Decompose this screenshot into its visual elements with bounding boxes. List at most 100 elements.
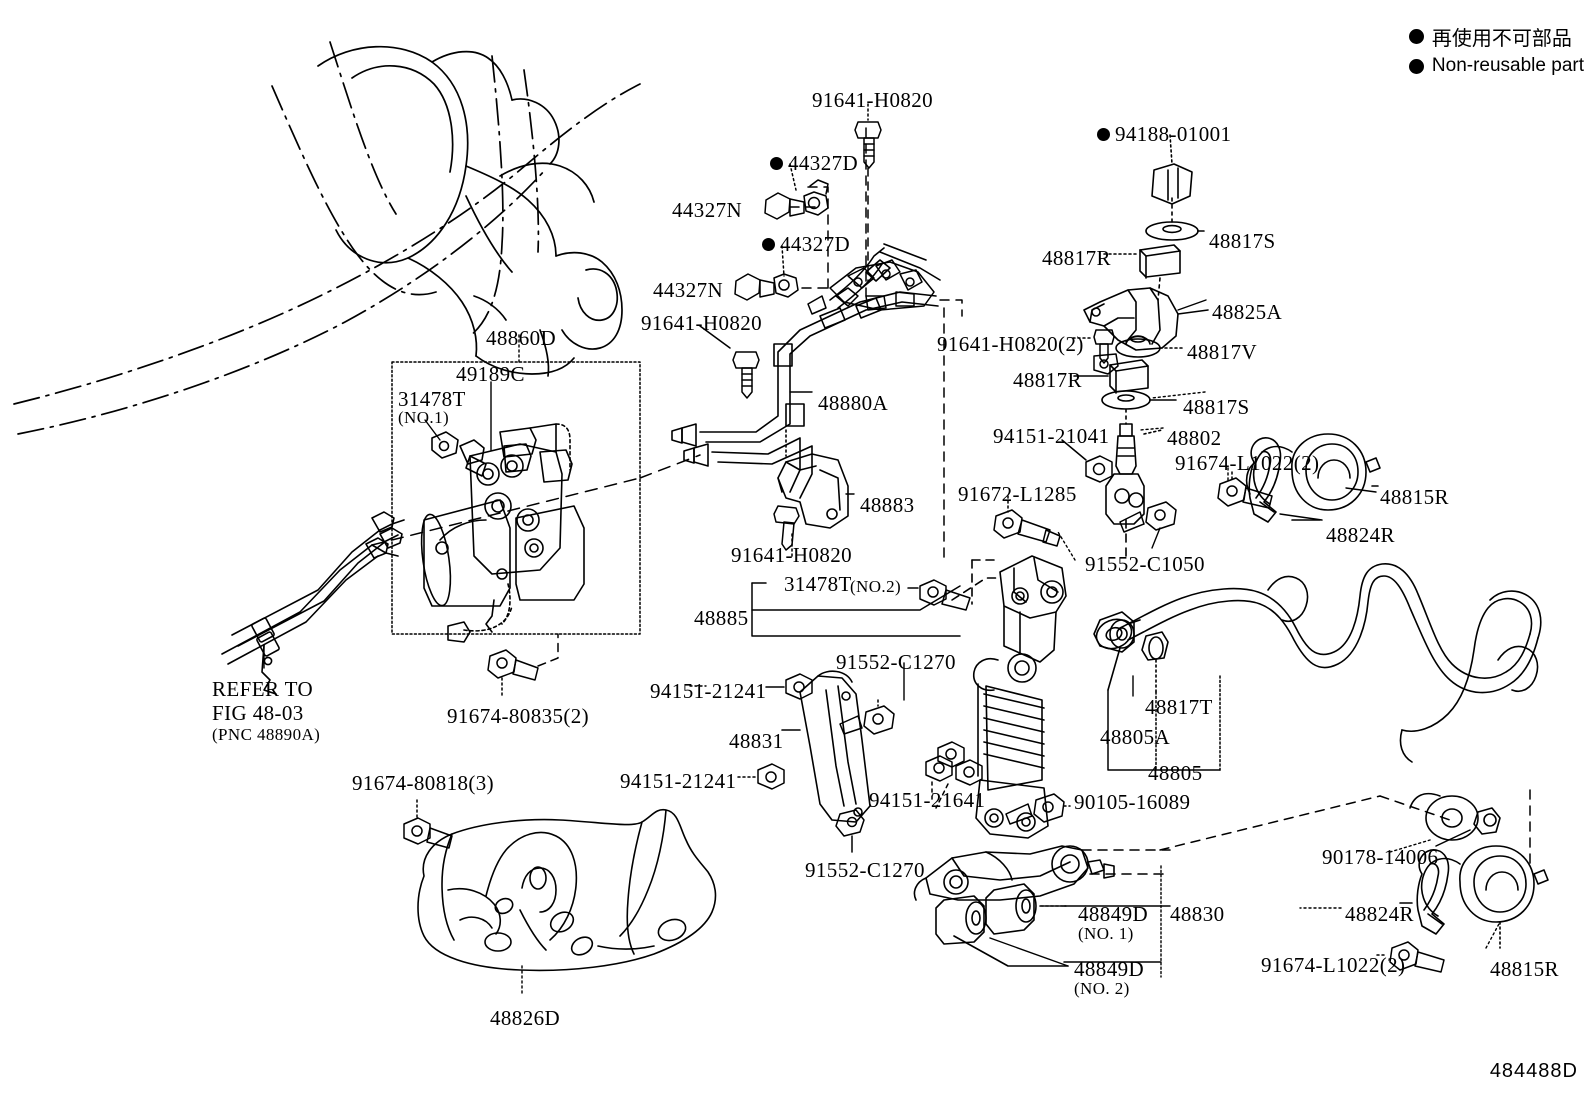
washer-48817S-upper	[1145, 197, 1205, 241]
clip-44327-upper	[764, 163, 829, 220]
part-label-48825a: 48825A	[1212, 301, 1282, 323]
nut-94151-21241-a	[765, 673, 813, 700]
part-label-44327n: 44327N	[653, 279, 723, 301]
part-label-48805a: 48805A	[1100, 726, 1170, 748]
part-label-no2: (NO.2)	[850, 578, 901, 596]
part-label-text: 48883	[860, 493, 915, 517]
part-label-48824r: 48824R	[1326, 524, 1395, 546]
part-label-text: 48880A	[818, 391, 889, 415]
part-label-text: 48802	[1167, 426, 1222, 450]
part-label-text: 91674-80835(2)	[447, 704, 590, 728]
nuts-94151-21641	[925, 741, 983, 809]
bushing-48815R-upper	[1245, 433, 1381, 511]
legend-row-english: Non-reusable part	[1408, 55, 1584, 77]
inset-sightline	[371, 477, 641, 546]
bolt-91674-80818	[403, 799, 453, 849]
washer-48817S-lower	[1101, 390, 1177, 425]
part-label-91552c1270: 91552-C1270	[836, 651, 956, 673]
part-label-31478t: 31478T	[398, 388, 466, 410]
part-label-48860d: 48860D	[486, 327, 556, 349]
non-reusable-marker-icon	[1097, 128, 1110, 141]
part-label-text: 48817S	[1183, 395, 1250, 419]
bolt-91641-2x	[1071, 329, 1119, 375]
bushing-48817R-upper	[1103, 244, 1181, 301]
part-label-91552c1270: 91552-C1270	[805, 859, 925, 881]
part-label-91674808352: 91674-80835(2)	[447, 705, 589, 727]
part-label-text: 48826D	[490, 1006, 561, 1030]
part-label-text: 48817R	[1042, 246, 1111, 270]
part-label-text: 48815R	[1380, 485, 1449, 509]
part-label-48883: 48883	[860, 494, 915, 516]
part-label-48817s: 48817S	[1209, 230, 1276, 252]
part-label-text: 90178-14006	[1322, 845, 1439, 869]
link-48831	[781, 670, 871, 823]
center-actuator-assembly	[951, 555, 1067, 839]
group-bracket-48885	[751, 582, 961, 637]
part-label-text: (PNC 48890A)	[212, 725, 321, 744]
part-label-text: 48805A	[1100, 725, 1171, 749]
part-label-text: 91641-H0820(2)	[937, 332, 1084, 356]
stabilizer-leader	[1379, 795, 1451, 821]
part-label-9017814006: 90178-14006	[1322, 846, 1438, 868]
part-label-44327d: 44327D	[762, 233, 850, 255]
part-label-48817t: 48817T	[1145, 696, 1213, 718]
cradle-48825A	[1083, 287, 1209, 351]
bushing-48815R-lower	[1420, 845, 1549, 949]
part-label-91641h0820: 91641-H0820	[731, 544, 852, 566]
part-label-text: 44327N	[672, 198, 743, 222]
part-label-referto: REFER TO	[212, 678, 313, 700]
part-label-44327d: 44327D	[770, 152, 858, 174]
part-label-text: 91674-L1022(2)	[1261, 953, 1406, 977]
part-label-48849d: 48849D	[1078, 903, 1148, 925]
part-label-text: 94151-21641	[869, 788, 986, 812]
part-label-text: 48825A	[1212, 300, 1283, 324]
part-label-fig4803: FIG 48-03	[212, 702, 304, 724]
legend-row-japanese: 再使用不可部品	[1408, 22, 1584, 51]
part-label-text: 91674-80818(3)	[352, 771, 495, 795]
legend: 再使用不可部品 Non-reusable part	[1408, 22, 1584, 81]
bolt-90178-14006	[1435, 829, 1471, 847]
part-label-text: (NO. 2)	[1074, 979, 1130, 998]
part-label-91641h08202: 91641-H0820(2)	[937, 333, 1084, 355]
vehicle-phantom-outline	[13, 41, 641, 435]
stabilizer-bar	[1095, 563, 1542, 841]
part-label-48849d: 48849D	[1074, 958, 1144, 980]
part-label-text: 91641-H0820	[812, 88, 934, 112]
part-label-pnc48890a: (PNC 48890A)	[212, 726, 320, 744]
part-label-9415121641: 94151-21641	[869, 789, 985, 811]
part-label-text: (NO. 1)	[1078, 924, 1134, 943]
legend-text-english: Non-reusable part	[1431, 55, 1584, 76]
part-label-text: 48824R	[1326, 523, 1395, 547]
part-label-text: 94151-21041	[993, 424, 1110, 448]
part-label-no1: (NO. 1)	[1078, 925, 1134, 943]
part-label-text: 91641-H0820	[641, 311, 763, 335]
part-label-text: 91672-L1285	[958, 482, 1077, 506]
actuator-48802	[1105, 423, 1163, 561]
part-label-48802: 48802	[1167, 427, 1222, 449]
bolt-91674-80835	[487, 633, 559, 699]
abs-pump-assembly	[420, 423, 585, 643]
part-label-text: 91641-H0820	[731, 543, 853, 567]
part-label-text: 91552-C1270	[805, 858, 925, 882]
shield-48826D	[417, 808, 717, 972]
label-leaders	[689, 299, 1501, 967]
clamp-48824R-lower	[1399, 849, 1450, 935]
bolt-90105-16089	[1005, 793, 1071, 825]
bolt-91552-C1050	[1119, 501, 1177, 549]
part-label-text: 94151-21241	[650, 679, 767, 703]
part-label-text: 48849D	[1078, 902, 1149, 926]
axle-housing-outline	[317, 45, 623, 377]
bolt-91552-C1270-lower	[835, 809, 865, 853]
grommet-48817V	[1115, 335, 1185, 358]
part-label-text: FIG 48-03	[212, 701, 304, 725]
part-label-48880a: 48880A	[818, 392, 888, 414]
bracket-lines-48805	[1107, 675, 1221, 771]
bolt-91641-b	[699, 325, 760, 399]
part-label-text: 91552-C1270	[836, 650, 956, 674]
part-label-text: 94188-01001	[1115, 122, 1232, 146]
part-label-no1: (NO.1)	[398, 409, 449, 427]
bracket-48883	[777, 429, 849, 529]
part-label-9010516089: 90105-16089	[1074, 791, 1190, 813]
part-label-48815r: 48815R	[1490, 958, 1559, 980]
part-label-91641h0820: 91641-H0820	[812, 89, 933, 111]
